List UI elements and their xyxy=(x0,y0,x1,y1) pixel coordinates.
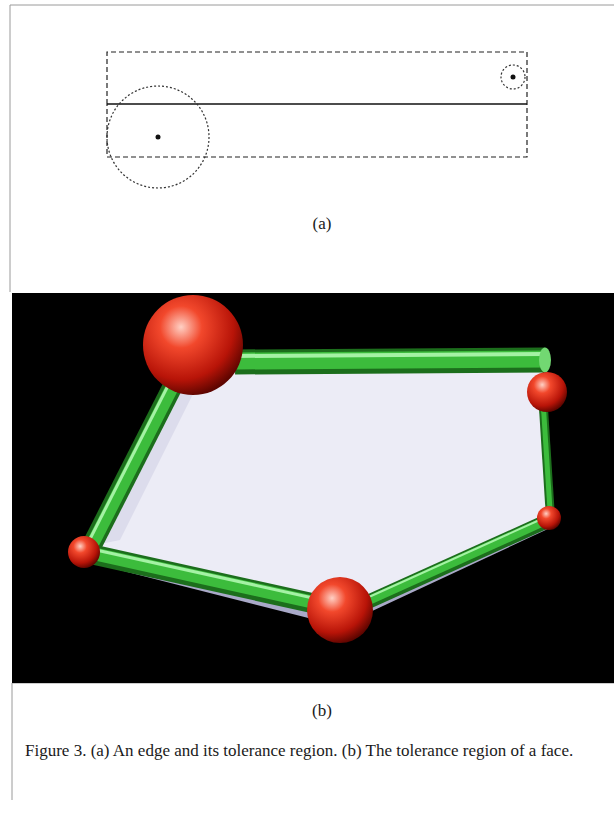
vertex-sphere xyxy=(143,295,243,395)
render-background xyxy=(12,293,614,683)
edge-cylinder xyxy=(235,348,551,373)
cylinder-highlight xyxy=(235,354,545,356)
cylinder-body xyxy=(235,359,545,361)
edge-cylinder xyxy=(88,370,180,545)
vertex-dot xyxy=(156,135,161,140)
vertex-tolerance-circle xyxy=(107,86,209,188)
cylinder-body xyxy=(235,360,545,362)
vertex-sphere xyxy=(68,536,100,568)
cylinder-cap xyxy=(539,348,551,373)
vertex-dot xyxy=(511,75,516,80)
face-tolerance-render xyxy=(68,295,567,643)
cylinder-body xyxy=(95,555,330,607)
cylinder-body xyxy=(92,372,180,545)
panel-frame xyxy=(10,5,614,800)
edge-cylinder xyxy=(95,550,331,607)
frame-line xyxy=(10,5,11,292)
panel-label: (a) xyxy=(313,214,332,234)
cylinder-body xyxy=(95,554,330,606)
cylinder-highlight xyxy=(349,518,544,606)
edge-cylinder xyxy=(349,518,545,610)
figure-caption: Figure 3. (a) An edge and its tolerance … xyxy=(25,740,600,762)
frame-line xyxy=(10,5,614,6)
vertex-sphere xyxy=(527,372,567,412)
tolerance-region-outline xyxy=(107,52,527,157)
face-polygon xyxy=(80,358,552,612)
vertex-sphere xyxy=(537,506,561,530)
cylinder-highlight xyxy=(88,370,176,543)
panel-label: (b) xyxy=(312,701,332,721)
cylinder-body xyxy=(350,522,545,610)
vertex-sphere xyxy=(307,577,373,643)
vertex-tolerance-circle xyxy=(501,65,525,89)
frame-line xyxy=(12,683,13,800)
cylinder-highlight xyxy=(96,550,331,602)
edge-tolerance-sketch xyxy=(107,52,527,188)
edge-line xyxy=(107,103,527,104)
cylinder-body xyxy=(350,521,545,609)
cylinder-body xyxy=(92,372,180,545)
